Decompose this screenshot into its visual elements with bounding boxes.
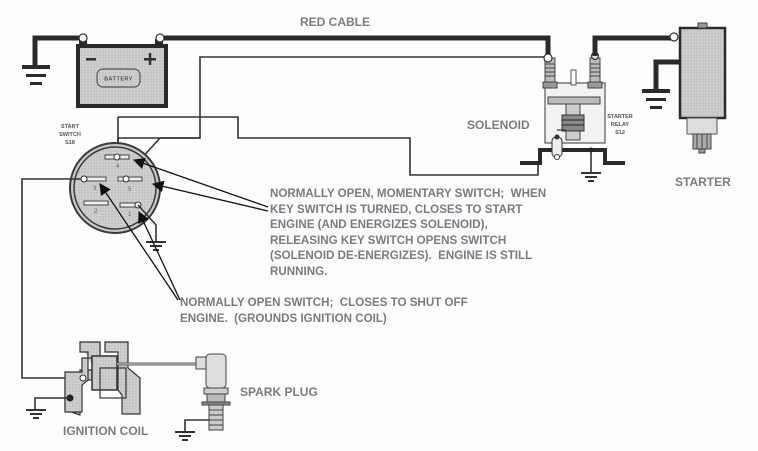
minus-icon xyxy=(86,58,96,61)
battery-negative-terminal xyxy=(78,33,88,43)
battery-label: BATTERY xyxy=(104,77,133,83)
solenoid xyxy=(520,51,625,182)
starter xyxy=(678,22,727,154)
start-switch-label: START SWITCH S18 xyxy=(59,124,81,146)
battery-positive-terminal xyxy=(155,33,165,43)
wire-pin3-to-ignition-coil xyxy=(21,178,81,379)
pin-3-label: 3 xyxy=(93,186,97,192)
battery: BATTERY xyxy=(76,33,168,108)
red-cable-wire xyxy=(164,35,551,58)
ground-icon xyxy=(642,89,670,109)
starter-relay-label: STARTER RELAY S12 xyxy=(607,114,633,136)
wire-switch-pin4-to-solenoid xyxy=(117,56,545,158)
spark-plug xyxy=(195,353,231,431)
pin-1-label: 1 xyxy=(128,212,132,218)
wire-switch-pin5-to-relay xyxy=(200,116,539,176)
starter-label: STARTER xyxy=(675,175,731,189)
ground-icon xyxy=(26,409,46,419)
cable-solenoid-to-starter xyxy=(592,35,676,56)
start-switch: 4 3 5 2 1 xyxy=(69,142,161,234)
momentary-switch-note: NORMALLY OPEN, MOMENTARY SWITCH; WHEN KE… xyxy=(270,187,547,278)
ignition-coil-label: IGNITION COIL xyxy=(63,424,149,438)
spark-plug-label: SPARK PLUG xyxy=(240,385,318,399)
ground-icon xyxy=(175,431,195,441)
solenoid-label: SOLENOID xyxy=(467,118,530,132)
kill-switch-note: NORMALLY OPEN SWITCH; CLOSES TO SHUT OFF… xyxy=(180,296,468,325)
red-cable-label: RED CABLE xyxy=(300,15,371,29)
pin-5-label: 5 xyxy=(128,187,132,193)
ground-icon xyxy=(22,65,50,69)
pin-4-label: 4 xyxy=(116,164,120,170)
pin-2-label: 2 xyxy=(94,209,98,215)
battery-ground xyxy=(22,35,82,85)
annotation-arrows xyxy=(99,157,269,301)
ground-icon xyxy=(581,172,601,174)
ignition-coil xyxy=(64,341,141,416)
